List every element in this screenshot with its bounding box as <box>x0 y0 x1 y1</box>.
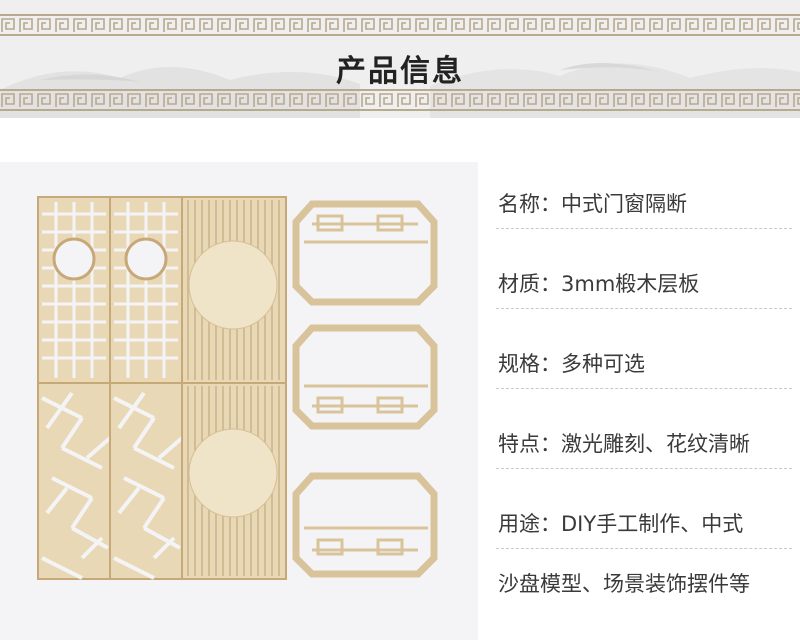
spec-usage-continued: 沙盘模型、场景装饰摆件等 <box>498 572 750 596</box>
panel-ice-crack-1 <box>37 382 112 580</box>
panel-lattice-circle-2 <box>109 196 183 384</box>
divider <box>496 228 792 229</box>
panel-vertical-bars-disc-2 <box>181 382 287 580</box>
divider <box>496 388 792 389</box>
octagon-frame-2 <box>292 324 438 430</box>
spec-list: 名称：中式门窗隔断 材质：3mm椴木层板 规格：多种可选 特点：激光雕刻、花纹清… <box>478 162 800 640</box>
spec-feature: 特点：激光雕刻、花纹清晰 <box>498 432 750 456</box>
spec-size: 规格：多种可选 <box>498 352 645 376</box>
divider <box>496 468 792 469</box>
panel-vertical-bars-disc-1 <box>181 196 287 384</box>
divider <box>496 308 792 309</box>
lattice-panels-illustration <box>37 196 438 580</box>
fret-border-bottom <box>0 89 800 111</box>
spec-name: 名称：中式门窗隔断 <box>498 192 687 216</box>
panel-lattice-circle-1 <box>37 196 111 384</box>
spec-material: 材质：3mm椴木层板 <box>498 272 700 296</box>
divider <box>496 548 792 549</box>
fret-border-top <box>0 14 800 36</box>
spec-usage: 用途：DIY手工制作、中式 <box>498 512 744 536</box>
product-photo <box>0 162 478 640</box>
panel-ice-crack-2 <box>109 382 184 580</box>
octagon-frame-3 <box>292 472 438 578</box>
header-banner: 产品信息 <box>0 0 800 118</box>
octagon-frame-1 <box>292 200 438 306</box>
page-title: 产品信息 <box>336 54 464 89</box>
